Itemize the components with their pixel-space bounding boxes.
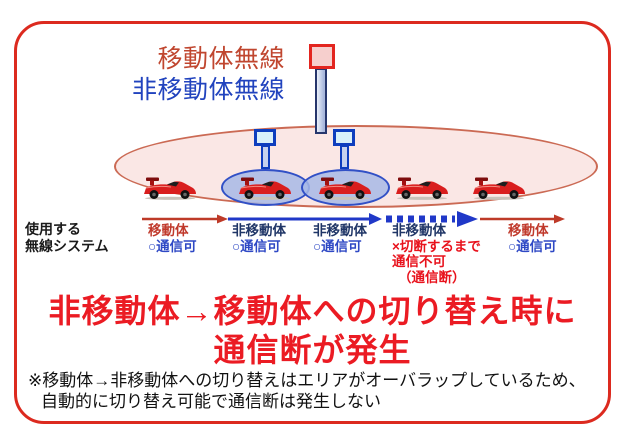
- non-mobile-base-station-pole-2: [340, 145, 349, 169]
- segment-label-5: 移動体 ○通信可: [508, 223, 557, 255]
- comm-status-line3: （通信断）: [398, 269, 466, 285]
- non-mobile-solid-arrow: [228, 213, 382, 225]
- comm-status: ○通信可: [232, 239, 281, 254]
- comm-status-line2: 通信不可: [392, 254, 446, 269]
- mobile-base-station-icon: [309, 44, 335, 69]
- system-name: 移動体: [508, 223, 549, 238]
- segment-label-1: 移動体 ○通信可: [148, 223, 197, 255]
- race-car-icon: [472, 177, 526, 200]
- comm-status: ○通信可: [313, 239, 362, 254]
- race-car-icon: [395, 177, 449, 200]
- segment-label-4: 非移動体 ×切断するまで 通信不可 （通信断）: [392, 223, 481, 285]
- axis-caption-line2: 無線システム: [25, 238, 109, 254]
- headline-line2: 通信断が発生: [213, 332, 412, 368]
- non-mobile-base-station-icon-1: [254, 129, 276, 146]
- race-car-icon: [318, 177, 372, 200]
- footnote: ※移動体→非移動体への切り替えはエリアがオーバラップしているため、 自動的に切り…: [28, 370, 608, 412]
- headline-line1: 非移動体→移動体への切り替え時に: [48, 293, 577, 329]
- timeline-arrows: [142, 211, 565, 227]
- footnote-line1: ※移動体→非移動体への切り替えはエリアがオーバラップしているため、: [28, 371, 586, 390]
- axis-caption: 使用する 無線システム: [25, 221, 137, 255]
- mobile-base-station-pole: [315, 68, 327, 134]
- footnote-line2: 自動的に切り替え可能で通信断は発生しない: [41, 392, 381, 411]
- rounded-frame: [14, 21, 611, 424]
- headline: 非移動体→移動体への切り替え時に 通信断が発生: [14, 292, 611, 370]
- race-car-icon: [143, 177, 197, 200]
- non-mobile-dashed-arrow: [386, 211, 478, 227]
- non-mobile-base-station-icon-2: [333, 129, 355, 146]
- mobile-arrow-right: [480, 214, 565, 224]
- axis-caption-line1: 使用する: [25, 221, 81, 237]
- system-name: 非移動体: [232, 223, 286, 238]
- legend: 移動体無線 非移動体無線: [88, 44, 285, 106]
- comm-status: ○通信可: [148, 239, 197, 254]
- legend-mobile-radio-label: 移動体無線: [157, 45, 285, 73]
- mobile-arrow-left: [142, 214, 228, 224]
- race-car-icon: [238, 177, 292, 200]
- system-name: 移動体: [148, 223, 189, 238]
- system-name: 非移動体: [313, 223, 367, 238]
- comm-status-line1: ×切断するまで: [392, 238, 481, 254]
- comm-status: ○通信可: [508, 239, 557, 254]
- segment-label-3: 非移動体 ○通信可: [313, 223, 367, 255]
- legend-non-mobile-radio-label: 非移動体無線: [131, 76, 285, 104]
- segment-label-2: 非移動体 ○通信可: [232, 223, 286, 255]
- non-mobile-base-station-pole-1: [261, 145, 270, 169]
- system-name: 非移動体: [392, 223, 446, 238]
